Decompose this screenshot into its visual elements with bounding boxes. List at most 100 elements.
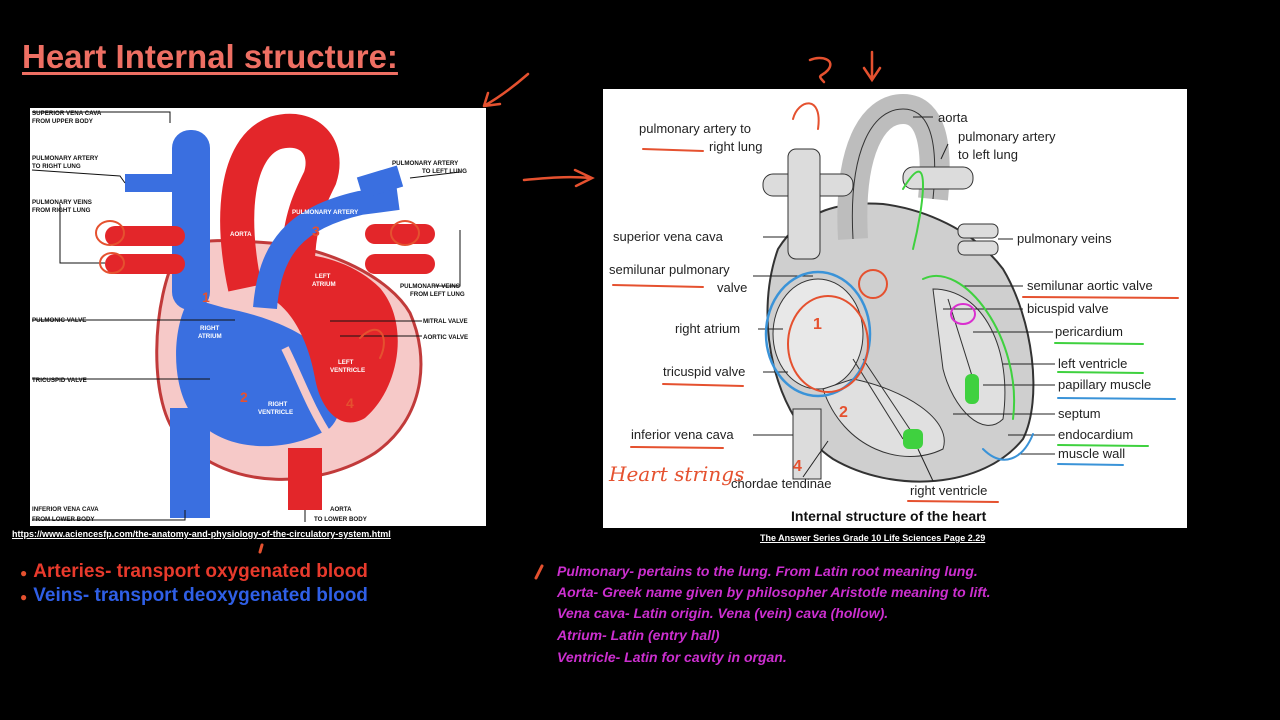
label-right-ventricle-1: RIGHT (268, 401, 287, 408)
svg-text:valve: valve (717, 280, 747, 295)
svg-text:FROM UPPER BODY: FROM UPPER BODY (32, 118, 94, 125)
label-left-atrium-1: LEFT (315, 273, 331, 280)
label-aorta: aorta (938, 110, 968, 125)
svg-text:PULMONARY VEINS: PULMONARY VEINS (400, 283, 460, 290)
bullet-arteries: ● Arteries- transport oxygenated blood (20, 561, 368, 583)
svg-text:FROM RIGHT LUNG: FROM RIGHT LUNG (32, 207, 91, 214)
label-pulmonary-veins: pulmonary veins (1017, 231, 1112, 246)
label-aorta: AORTA (230, 231, 252, 238)
svg-text:to left lung: to left lung (958, 147, 1018, 162)
label-ivc-1: INFERIOR VENA CAVA (32, 506, 99, 513)
note-ventricle: Ventricle- Latin for cavity in organ. (557, 649, 787, 665)
pulmonary-vein-left-upper (365, 224, 435, 244)
label-pericardium: pericardium (1055, 324, 1123, 339)
label-aorta-lower-1: AORTA (330, 506, 352, 513)
right-heart-chambers (176, 298, 341, 447)
source-citation-right: The Answer Series Grade 10 Life Sciences… (760, 533, 986, 543)
annotation-2: 2 (839, 404, 848, 421)
bullet-dot: ● (20, 590, 28, 604)
label-aortic-valve: AORTIC VALVE (423, 334, 468, 341)
label-right-atrium: right atrium (675, 321, 740, 336)
handwriting-heart-strings: Heart strings (608, 462, 744, 486)
label-pv-right-1: PULMONARY VEINS (32, 199, 92, 206)
svg-text:semilunar pulmonary: semilunar pulmonary (609, 262, 730, 277)
label-tricuspid-valve: TRICUSPID VALVE (32, 377, 87, 384)
inferior-vena-cava (170, 408, 210, 518)
arteries-text: Arteries- transport oxygenated blood (33, 561, 368, 582)
svg-text:ATRIUM: ATRIUM (198, 333, 222, 340)
pulmonary-artery (253, 186, 400, 310)
superior-vena-cava (172, 130, 210, 310)
label-endocardium: endocardium (1058, 427, 1133, 442)
label-pulmonic-valve: PULMONIC VALVE (32, 317, 86, 324)
pulmonary-vein-right-upper (105, 226, 185, 246)
label-semilunar-aortic: semilunar aortic valve (1027, 278, 1153, 293)
svg-text:TO RIGHT LUNG: TO RIGHT LUNG (32, 163, 81, 170)
inferior-vena-cava (792, 408, 822, 480)
left-ventricle (932, 288, 1006, 426)
svg-text:right lung: right lung (709, 139, 762, 154)
pulmonary-vein-right-lower (105, 254, 185, 274)
label-left-ventricle-1: LEFT (338, 359, 354, 366)
diagram-caption: Internal structure of the heart (791, 508, 987, 524)
label-septum: septum (1058, 406, 1101, 421)
label-papillary: papillary muscle (1058, 377, 1151, 392)
source-link-left[interactable]: https://www.aciencesfp.com/the-anatomy-a… (12, 529, 391, 539)
note-atrium: Atrium- Latin (entry hall) (557, 627, 720, 643)
label-semilunar-pulmonary-2: valve (717, 280, 747, 295)
label-bicuspid: bicuspid valve (1027, 301, 1109, 316)
label-pv-left-1: PULMONARY VEINS (400, 283, 460, 290)
right-atrium (772, 278, 864, 390)
annotation-1: 1 (813, 316, 822, 333)
annotation-4: 4 (346, 395, 354, 411)
pulmonary-vein-upper (957, 223, 999, 239)
label-pa-left-2: TO LEFT LUNG (422, 168, 467, 175)
svg-text:ATRIUM: ATRIUM (312, 281, 336, 288)
note-aorta: Aorta- Greek name given by philosopher A… (557, 584, 991, 600)
label-left-atrium-2: ATRIUM (312, 281, 336, 288)
svg-text:FROM LOWER BODY: FROM LOWER BODY (32, 516, 95, 523)
label-pulmonary-artery: PULMONARY ARTERY (292, 209, 359, 216)
note-pulmonary: Pulmonary- pertains to the lung. From La… (557, 563, 978, 579)
label-ivc: inferior vena cava (631, 427, 734, 442)
svg-text:PULMONARY ARTERY: PULMONARY ARTERY (32, 155, 99, 162)
svg-text:RIGHT: RIGHT (268, 401, 287, 408)
page-title: Heart Internal structure: (22, 38, 398, 75)
veins-text: Veins- transport deoxygenated blood (33, 585, 368, 606)
label-mitral-valve: MITRAL VALVE (423, 318, 468, 325)
label-pa-right-2: TO RIGHT LUNG (32, 163, 81, 170)
svg-text:LEFT: LEFT (338, 359, 354, 366)
label-chordae: chordae tendinae (731, 476, 831, 491)
annotation-1: 1 (202, 289, 210, 305)
left-heart-chambers (270, 254, 398, 423)
label-pa-right-2: right lung (709, 139, 762, 154)
label-pa-left-1: PULMONARY ARTERY (392, 160, 459, 167)
pulmonary-vein-lower (957, 240, 999, 256)
svg-text:pulmonary artery to: pulmonary artery to (639, 121, 751, 136)
aorta-lower (288, 448, 322, 510)
svg-text:SUPERIOR VENA CAVA: SUPERIOR VENA CAVA (32, 110, 102, 117)
label-right-ventricle-2: VENTRICLE (258, 409, 293, 416)
label-svc: superior vena cava (613, 229, 724, 244)
label-pv-left-2: FROM LEFT LUNG (410, 291, 465, 298)
svg-text:INFERIOR VENA CAVA: INFERIOR VENA CAVA (32, 506, 99, 513)
heart-diagram-right: aorta pulmonary artery to left lung pulm… (603, 89, 1187, 528)
pulmonary-artery-left-branch (902, 166, 974, 190)
pulmonary-artery-left-branch (356, 165, 404, 199)
septum (281, 346, 334, 441)
note-pen-marks (534, 564, 544, 580)
label-pa-right-1: pulmonary artery to (639, 121, 751, 136)
annotation-4: 4 (793, 458, 802, 475)
label-svc-1: SUPERIOR VENA CAVA (32, 110, 102, 117)
svg-text:pulmonary artery: pulmonary artery (958, 129, 1056, 144)
bullet-dot: ● (20, 566, 28, 580)
label-aorta-lower-2: TO LOWER BODY (314, 516, 368, 523)
label-semilunar-pulmonary-1: semilunar pulmonary (609, 262, 730, 277)
label-svc-2: FROM UPPER BODY (32, 118, 94, 125)
svg-text:PULMONARY ARTERY: PULMONARY ARTERY (392, 160, 459, 167)
svg-text:TO LEFT LUNG: TO LEFT LUNG (422, 168, 467, 175)
label-pa-left-2: to left lung (958, 147, 1018, 162)
superior-vena-cava (787, 148, 821, 260)
label-ivc-2: FROM LOWER BODY (32, 516, 95, 523)
heart-diagram-left: SUPERIOR VENA CAVA FROM UPPER BODY PULMO… (30, 108, 486, 526)
